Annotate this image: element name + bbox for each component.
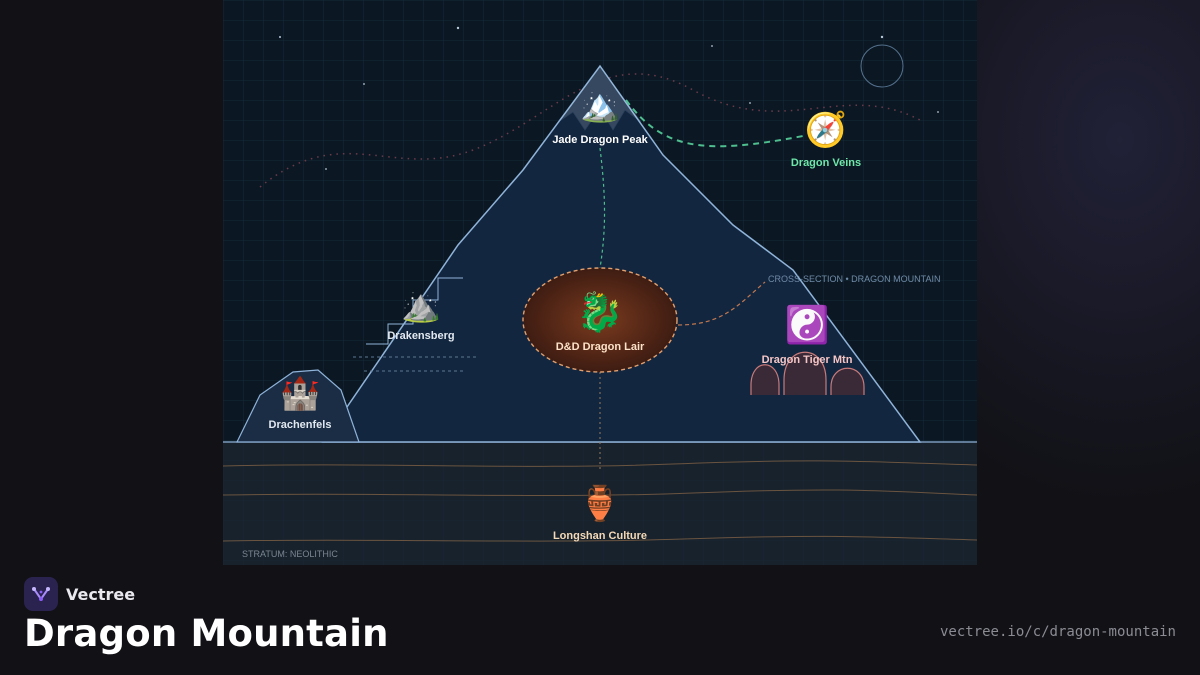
moon (860, 44, 904, 88)
node-label: Dragon Veins (791, 157, 861, 169)
yin-yang-icon: ☯️ (785, 304, 830, 346)
mountain-icon: ⛰️ (401, 286, 441, 324)
drachenfels-hill (236, 369, 360, 443)
node-jade-dragon-peak[interactable]: 🏔️ Jade Dragon Peak (552, 86, 648, 146)
node-label: Drakensberg (387, 330, 454, 342)
amphora-icon: 🏺 (579, 484, 621, 524)
jade-path-lair (599, 147, 606, 269)
dragon-icon: 🐉 (576, 290, 623, 334)
node-dragon-veins[interactable]: 🧭 Dragon Veins (791, 110, 861, 169)
mountain-cross-section: CROSS-SECTION • DRAGON MOUNTAIN STRATUM:… (223, 0, 977, 565)
node-label: Drachenfels (269, 419, 332, 431)
mountain-snow-icon: 🏔️ (580, 86, 620, 124)
stars (279, 26, 939, 170)
node-drachenfels[interactable]: 🏰 Drachenfels (269, 374, 332, 431)
castle-icon: 🏰 (280, 374, 320, 412)
snow-cap (557, 65, 642, 131)
dragon-arc (259, 73, 921, 188)
strata-lines (223, 460, 977, 542)
node-dragon-tiger-mtn[interactable]: ☯️ Dragon Tiger Mtn (762, 304, 853, 366)
vectree-logo-icon (24, 577, 58, 611)
compass-icon: 🧭 (805, 110, 847, 150)
node-label: Longshan Culture (553, 530, 647, 542)
jade-path-veins (625, 99, 804, 148)
diagram-panel: CROSS-SECTION • DRAGON MOUNTAIN STRATUM:… (223, 0, 977, 565)
node-label: D&D Dragon Lair (556, 341, 645, 353)
stratum-label: STRATUM: NEOLITHIC (242, 549, 338, 559)
diagram-caption: CROSS-SECTION • DRAGON MOUNTAIN (768, 274, 941, 284)
page-title: Dragon Mountain (24, 612, 389, 655)
main-mountain (321, 64, 922, 443)
page-url[interactable]: vectree.io/c/dragon-mountain (939, 624, 1176, 640)
drakensberg-terraces (366, 277, 463, 345)
footer (0, 565, 1200, 675)
node-dnd-dragon-lair[interactable]: 🐉 D&D Dragon Lair (556, 290, 645, 353)
node-longshan-culture[interactable]: 🏺 Longshan Culture (553, 484, 647, 542)
node-drakensberg[interactable]: ⛰️ Drakensberg (387, 286, 454, 342)
lair-chamber (522, 267, 678, 373)
brand[interactable]: Vectree (24, 577, 135, 611)
lair-path-tiger (677, 281, 766, 326)
brand-name: Vectree (66, 584, 136, 604)
node-label: Jade Dragon Peak (552, 134, 648, 146)
dragon-tiger-arches (750, 351, 865, 395)
node-label: Dragon Tiger Mtn (762, 354, 853, 366)
